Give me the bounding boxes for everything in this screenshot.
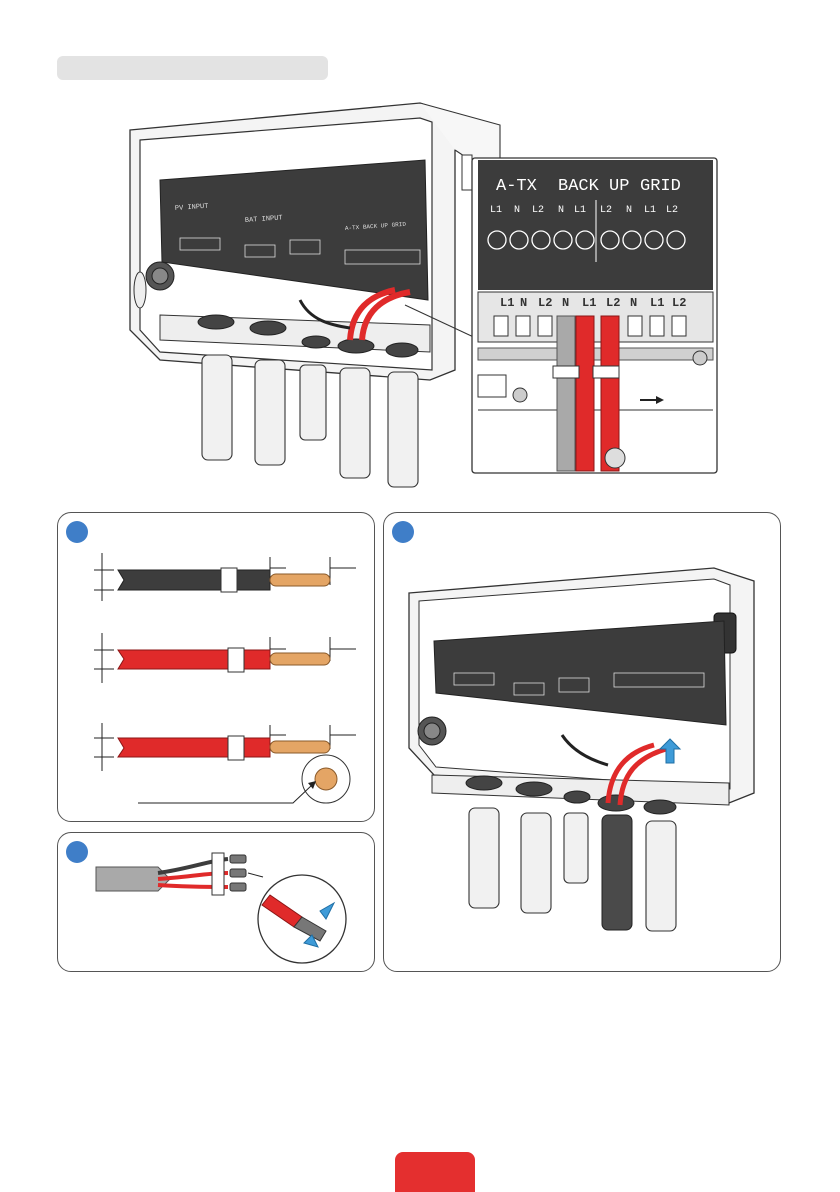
red-wire-2: [118, 738, 270, 757]
pin-label-6: L2: [600, 205, 612, 216]
insulation-sleeve-3: [228, 736, 244, 760]
crimp-diagram: [58, 833, 374, 969]
pin-label-7: N: [626, 205, 632, 216]
insulation-sleeve-2: [228, 648, 244, 672]
pin-label-9: L2: [666, 205, 678, 216]
group-label-grid: GRID: [640, 177, 681, 196]
group-label-atx: A-TX: [496, 177, 537, 196]
page-number-tab: [395, 1152, 475, 1192]
pin-label-4: N: [558, 205, 564, 216]
pin-label-5: L1: [574, 205, 586, 216]
cable-routing-diagram: [384, 513, 780, 969]
pin-label-2: N: [514, 205, 520, 216]
strip-label-3: L2: [538, 296, 552, 310]
red-l1-wire: [576, 316, 594, 471]
wire-strip-diagram: [58, 513, 374, 819]
section-title-bar: [57, 56, 328, 80]
insulation-sleeve-1: [221, 568, 237, 592]
inverter-overview-illustration: PV INPUT BAT INPUT A-TX BACK UP GRID A-T…: [0, 90, 840, 500]
strip-label-1: L1: [500, 296, 514, 310]
strip-label-7: N: [630, 296, 637, 310]
strip-label-2: N: [520, 296, 527, 310]
grey-neutral-wire: [557, 316, 575, 471]
pin-label-8: L1: [644, 205, 656, 216]
red-wire-1: [118, 650, 270, 669]
dark-conduit: [602, 815, 632, 930]
copper-conductor-3: [270, 741, 330, 753]
cable-routing-panel: [383, 512, 781, 972]
strip-wire-panel: [57, 512, 375, 822]
strip-label-8: L1: [650, 296, 664, 310]
strip-label-6: L2: [606, 296, 620, 310]
pin-label-1: L1: [490, 205, 502, 216]
pin-label-3: L2: [532, 205, 544, 216]
strip-label-5: L1: [582, 296, 596, 310]
copper-conductor-2: [270, 653, 330, 665]
strip-label-9: L2: [672, 296, 686, 310]
dark-wire: [118, 570, 270, 590]
terminal-zoom-detail: A-TX BACK UP GRID L1 N L2 N L1 L2 N L1 L…: [472, 158, 717, 473]
crimp-terminal-panel: [57, 832, 375, 972]
group-label-backup: BACK UP: [558, 177, 629, 196]
strip-label-4: N: [562, 296, 569, 310]
copper-conductor-1: [270, 574, 330, 586]
